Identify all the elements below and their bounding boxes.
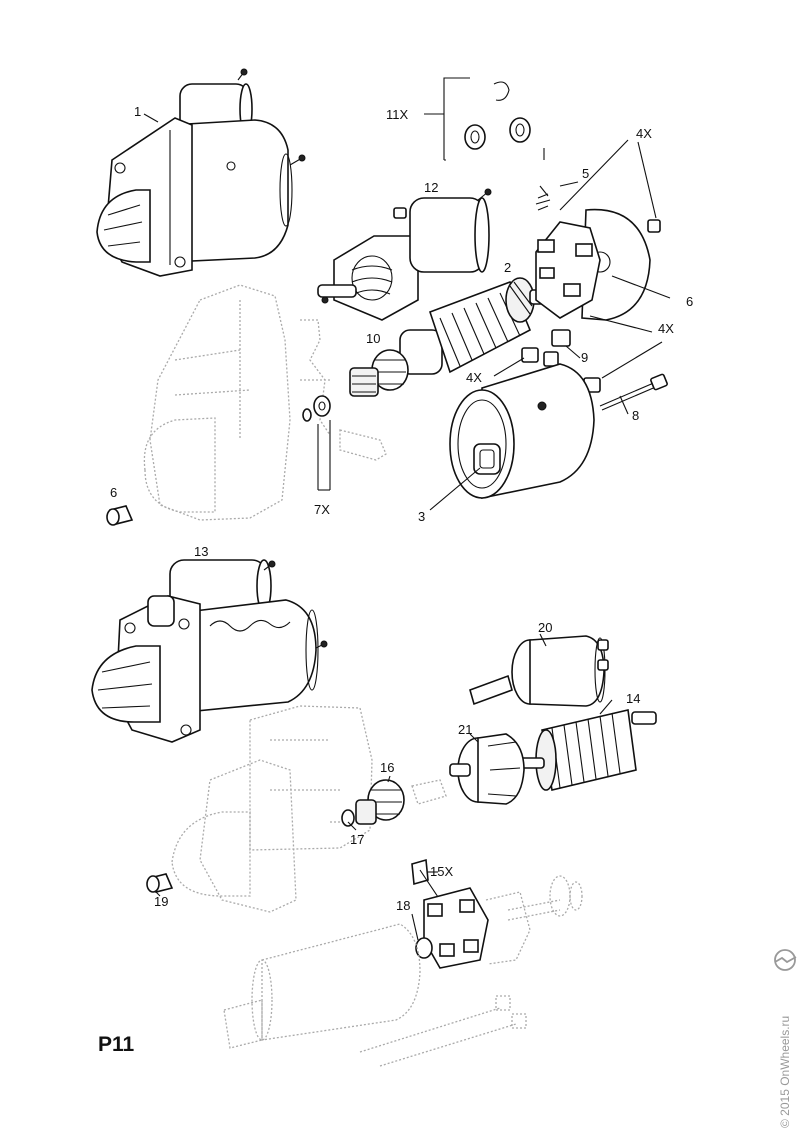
part-15x-18-brush-plate <box>411 858 583 969</box>
callout-3: 3 <box>418 509 425 524</box>
callout-8: 8 <box>632 408 639 423</box>
callout-11x: 11X <box>386 107 408 122</box>
callout-14: 14 <box>626 691 640 706</box>
callout-19: 19 <box>154 894 168 909</box>
callout-13: 13 <box>194 544 208 559</box>
callout-4x-mid: 4X <box>658 321 674 336</box>
part-2-armature <box>399 277 549 375</box>
callout-12: 12 <box>424 180 438 195</box>
callout-15x: 15X <box>430 864 453 879</box>
part-19-bush <box>146 873 174 893</box>
part-12-solenoid <box>317 188 492 321</box>
page-code: P11 <box>98 1033 135 1056</box>
callout-20: 20 <box>538 620 552 635</box>
part-6-bush-left <box>106 505 134 526</box>
part-10-drive-pinion <box>302 349 409 422</box>
callout-7x: 7X <box>314 502 330 517</box>
callout-6-left: 6 <box>110 485 117 500</box>
callout-1: 1 <box>134 104 141 119</box>
kit-11x-bracket <box>424 77 545 161</box>
callout-labels: 1 11X 4X 5 12 2 6 4X 4X 10 9 4X 8 6 7X 3… <box>110 104 693 913</box>
leader-lines-bottom <box>155 633 613 941</box>
yoke-ghost-bottom <box>223 923 527 1067</box>
callout-4x-left: 4X <box>466 370 482 385</box>
callout-9: 9 <box>581 350 588 365</box>
part-3-yoke-housing <box>449 363 595 499</box>
callout-21: 21 <box>458 722 472 737</box>
callout-18: 18 <box>396 898 410 913</box>
starter-motor-assembled-top <box>96 68 306 277</box>
callout-5: 5 <box>582 166 589 181</box>
callout-10: 10 <box>366 331 380 346</box>
callout-17: 17 <box>350 832 364 847</box>
callout-2: 2 <box>504 260 511 275</box>
callout-4x-top: 4X <box>636 126 652 141</box>
starter-motor-assembled-bottom <box>91 559 328 743</box>
copyright-text: © 2015 OnWheels.ru <box>778 1015 792 1128</box>
part-21-planetary-gear <box>449 733 525 805</box>
starter-motor-ghost-bottom <box>171 705 373 913</box>
part-brush-holder-end-cap <box>521 193 661 393</box>
part-8-through-bolt <box>599 373 668 411</box>
opel-blitz-icon <box>774 949 797 971</box>
callout-16: 16 <box>380 760 394 775</box>
callout-6-right: 6 <box>686 294 693 309</box>
part-20-solenoid <box>469 635 609 707</box>
part-16-17-pinion <box>341 779 447 827</box>
leader-lines-top <box>143 113 671 511</box>
starter-motor-ghost-top <box>143 284 387 521</box>
